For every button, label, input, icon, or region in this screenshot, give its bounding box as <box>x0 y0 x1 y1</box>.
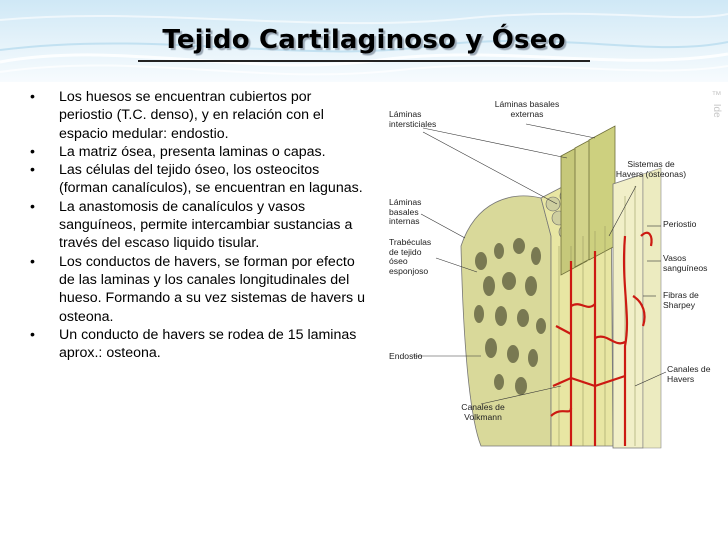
bullet-text: La matriz ósea, presenta laminas o capas… <box>59 143 326 160</box>
label-trabeculas: Trabéculas de tejido óseo esponjoso <box>389 237 432 276</box>
label-laminas-intersticiales: Láminas intersticiales <box>389 109 437 129</box>
bullet-text: La anastomosis de canalículos y vasos sa… <box>59 198 353 252</box>
bullet-item: • La matriz ósea, presenta laminas o capa… <box>30 143 368 161</box>
slide-header <box>0 0 728 82</box>
label-laminas-basales-internas: Láminas basales internas <box>389 197 422 227</box>
side-watermark: ™ Ide <box>711 90 722 118</box>
bullet-list: • Los huesos se encuentran cubiertos por … <box>30 88 368 362</box>
label-leader-lines <box>413 123 667 405</box>
bullet-text: Los conductos de havers, se forman por e… <box>59 253 365 325</box>
blood-vessels <box>550 231 653 446</box>
bullet-text: Los huesos se encuentran cubiertos por p… <box>59 89 324 142</box>
bone-structure-figure: Láminas basales externas Láminas interst… <box>381 86 722 462</box>
bullet-dot: • <box>30 253 35 270</box>
label-laminas-basales-externas: Láminas basales externas <box>494 99 560 119</box>
bone-illustration <box>381 86 722 462</box>
bullet-item: • Las células del tejido óseo, los osteoc… <box>30 161 368 198</box>
label-periostio: Periostio <box>663 219 697 229</box>
bullet-dot: • <box>30 89 35 105</box>
label-canales-havers: Canales de Havers <box>667 364 711 384</box>
bullet-text: Un conducto de havers se rodea de 15 lam… <box>59 326 357 362</box>
bullet-dot: • <box>30 198 35 215</box>
bullet-item: • Los huesos se encuentran cubiertos por … <box>30 88 368 143</box>
bullet-dot: • <box>30 143 35 160</box>
label-endostio: Endostio <box>389 351 423 361</box>
bullet-dot: • <box>30 326 35 343</box>
title-underline <box>138 60 590 62</box>
bullet-dot: • <box>30 162 35 179</box>
bullet-item: • La anastomosis de canalículos y vasos s… <box>30 198 368 253</box>
bullet-text: Las células del tejido óseo, los osteoci… <box>59 162 363 197</box>
label-fibras-sharpey: Fibras de Sharpey <box>663 290 699 310</box>
label-canales-volkmann: Canales de Volkmann <box>461 402 505 422</box>
spongy-bone-trabeculae <box>474 238 546 395</box>
label-sistemas-havers: Sistemas de Havers (osteonas) <box>615 159 687 179</box>
bullet-item: • Los conductos de havers, se forman por … <box>30 253 368 326</box>
label-vasos-sanguineos: Vasos sanguíneos <box>663 253 708 273</box>
slide-title: Tejido Cartilaginoso y Óseo <box>162 25 566 55</box>
bullet-item: • Un conducto de havers se rodea de 15 la… <box>30 326 368 363</box>
